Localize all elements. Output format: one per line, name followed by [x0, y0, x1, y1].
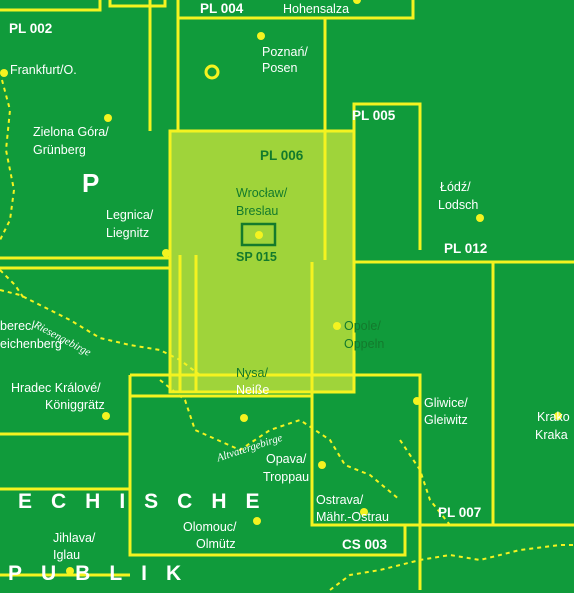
city-label-poznan: Poznań/: [262, 45, 308, 59]
city-dot-zielona: [104, 114, 112, 122]
sheet-pl004-label[interactable]: PL 004: [200, 1, 244, 16]
city-label-breslau: Breslau: [236, 204, 279, 218]
sheet-sp015-label[interactable]: SP 015: [236, 250, 277, 264]
city-label-hohensalza: Hohensalza: [283, 2, 350, 16]
country-label-czech-top: ECHISCHE: [18, 490, 279, 513]
city-label-hradec: Hradec Králové/: [11, 381, 101, 395]
city-dot-olomouc: [253, 517, 261, 525]
city-label-olmutz: Olmütz: [196, 537, 236, 551]
city-dot-wroclaw: [255, 231, 263, 239]
city-label-koniggratz: Königgrätz: [45, 398, 105, 412]
sheet-pl002-label[interactable]: PL 002: [9, 21, 53, 36]
sheet-pl007-label[interactable]: PL 007: [438, 505, 482, 520]
city-dot-ostrava: [360, 508, 368, 516]
sheet-pl006-label[interactable]: PL 006: [260, 148, 304, 163]
city-dot-gliwice: [413, 397, 421, 405]
dashed-border-east: [399, 439, 451, 526]
city-dot-nysa: [240, 414, 248, 422]
sheet-pl004-bottom: [178, 0, 415, 20]
city-label-krakow: Krako: [537, 410, 570, 424]
city-dot-hohensalza: [353, 0, 361, 4]
city-dot-frankfurt: [0, 69, 8, 77]
dashed-border-southeast: [329, 544, 574, 591]
city-label-jihlava: Jihlava/: [53, 531, 96, 545]
city-label-opava: Opava/: [266, 452, 307, 466]
sheet-cs003-border: [128, 375, 407, 557]
city-label-reichenberg: eichenberg: [0, 337, 62, 351]
city-label-neisse: Neiße: [236, 383, 270, 397]
city-label-liegnitz: Liegnitz: [106, 226, 150, 240]
dashed-border-riesengebirge: [0, 289, 201, 376]
city-label-opole: Opole/: [344, 319, 381, 333]
city-label-liberec: berec/: [0, 319, 35, 333]
sheet-pl005-frame: [352, 102, 422, 250]
poland-o-ring: [204, 64, 220, 80]
sheet-pl005-label[interactable]: PL 005: [352, 108, 396, 123]
sheet-pl006-highlight: [168, 129, 356, 394]
city-label-posen: Posen: [262, 61, 298, 75]
city-label-olomouc: Olomouc/: [183, 520, 237, 534]
dashed-border-south: [159, 379, 401, 501]
country-label-czech-bottom: PUBLIK: [8, 562, 201, 585]
sheet-cs003-label[interactable]: CS 003: [342, 537, 388, 552]
city-label-krakau: Kraka: [535, 428, 568, 442]
country-label-poland-p: P: [82, 168, 100, 198]
sp015-locator: [240, 222, 277, 247]
country-label-poland-o: O: [205, 58, 225, 73]
city-label-ostrava: Ostrava/: [316, 493, 364, 507]
city-dot-jihlava: [66, 567, 74, 575]
city-dot-opole: [333, 322, 341, 330]
city-label-grunberg: Grünberg: [33, 143, 86, 157]
city-dot-hradec: [102, 412, 110, 420]
dashed-border-west: [0, 79, 16, 241]
city-label-nysa: Nysa/: [236, 366, 268, 380]
city-label-legnica: Legnica/: [106, 208, 154, 222]
city-label-lodsch: Lodsch: [438, 198, 479, 212]
city-dot-opava: [318, 461, 326, 469]
city-label-iglau: Iglau: [53, 548, 81, 562]
city-label-oppeln: Oppeln: [344, 337, 385, 351]
sheet-pl004-top: [108, 0, 167, 8]
city-label-frankfurt: Frankfurt/O.: [10, 63, 77, 77]
city-label-gliwice: Gliwice/: [424, 396, 468, 410]
sheet-cs003-top: [130, 373, 422, 590]
dashed-border-west-2: [0, 269, 26, 301]
city-label-zielona: Zielona Góra/: [33, 125, 109, 139]
city-label-lodz: Łódź/: [440, 180, 471, 194]
city-label-mahr-ostrau: Mähr.-Ostrau: [316, 510, 389, 524]
sheet-pl002-border: [0, 0, 102, 12]
city-dot-lodz: [476, 214, 484, 222]
city-dot-legnica: [162, 249, 170, 257]
city-dot-poznan: [257, 32, 265, 40]
city-label-troppau: Troppau: [263, 470, 310, 484]
city-label-gleiwitz: Gleiwitz: [424, 413, 468, 427]
sheet-pl012-label[interactable]: PL 012: [444, 241, 488, 256]
city-label-wroclaw: Wrocław/: [236, 186, 288, 200]
city-dot-krakow: [554, 412, 562, 420]
